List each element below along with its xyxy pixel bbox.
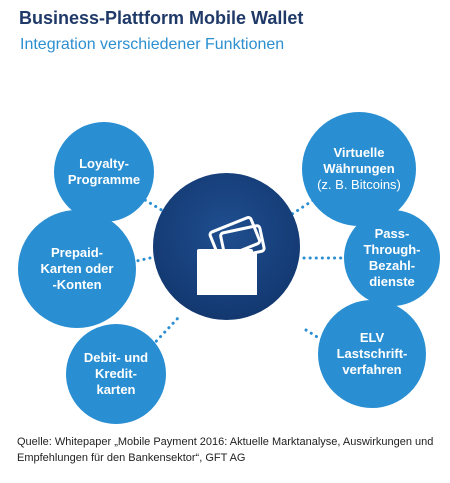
node-prepaid: Prepaid- Karten oder -Konten	[18, 210, 136, 328]
node-loyalty: Loyalty- Programme	[54, 122, 154, 222]
node-pass-through: Pass- Through- Bezahl- dienste	[344, 210, 440, 306]
center-wallet-circle	[153, 173, 300, 320]
source-caption: Quelle: Whitepaper „Mobile Payment 2016:…	[17, 436, 434, 464]
node-virtual-currencies: Virtuelle Währungen (z. B. Bitcoins)	[302, 112, 416, 226]
node-debit-credit: Debit- und Kredit- karten	[66, 324, 166, 424]
node-elv-label: ELV Lastschrift- verfahren	[336, 330, 408, 377]
node-virtual-label: Virtuelle Währungen	[323, 145, 395, 176]
wallet-with-cards-icon	[197, 215, 266, 295]
node-pass-through-label: Pass- Through- Bezahl- dienste	[363, 226, 421, 289]
page-title: Business-Plattform Mobile Wallet	[19, 8, 304, 28]
node-debit-label: Debit- und Kredit- karten	[83, 350, 149, 397]
wallet-diagram: Loyalty- Programme Virtuelle Währungen (…	[18, 112, 440, 424]
page-subtitle: Integration verschiedener Funktionen	[20, 36, 285, 53]
node-loyalty-label: Loyalty- Programme	[67, 156, 141, 187]
node-elv: ELV Lastschrift- verfahren	[318, 300, 426, 408]
node-virtual-sub: (z. B. Bitcoins)	[317, 177, 401, 192]
node-prepaid-label: Prepaid- Karten oder -Konten	[40, 245, 114, 292]
